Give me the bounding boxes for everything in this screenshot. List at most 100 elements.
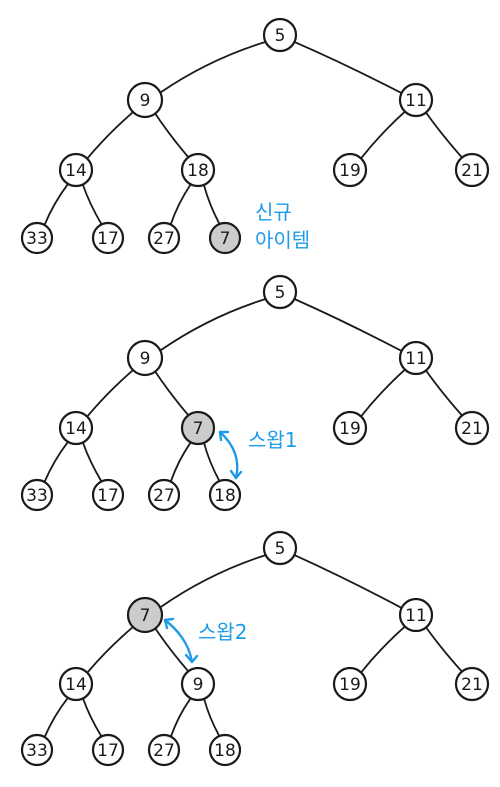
arrow-head — [218, 430, 230, 442]
node-value: 18 — [214, 486, 236, 506]
node-circle — [332, 410, 368, 446]
heap-node: 11 — [398, 82, 434, 118]
node-circle — [126, 81, 164, 119]
node-value: 7 — [140, 606, 151, 626]
heap-node: 21 — [454, 152, 490, 188]
heap-node: 14 — [58, 666, 94, 702]
node-value: 9 — [140, 91, 151, 111]
node-value: 11 — [405, 91, 427, 111]
node-circle — [91, 733, 125, 767]
node-circle — [147, 221, 181, 255]
heap-node: 5 — [262, 17, 298, 53]
node-circle — [454, 410, 490, 446]
node-value: 11 — [405, 606, 427, 626]
node-circle — [91, 221, 125, 255]
annotation-label: 아이템 — [255, 228, 310, 252]
node-value: 27 — [153, 741, 175, 761]
heap-tree-2: 5 9 11 14 7 19 21 33 17 27 18 스왑1 — [20, 274, 490, 512]
swap-1-arrow — [218, 430, 239, 480]
heap-node: 33 — [20, 478, 54, 512]
tree-edge — [86, 111, 134, 160]
heap-node: 11 — [398, 597, 434, 633]
tree-edge — [425, 626, 463, 673]
highlighted-node-circle — [180, 410, 216, 446]
heap-node: 9 — [180, 666, 216, 702]
node-circle — [262, 530, 298, 566]
heap-node: 17 — [91, 733, 125, 767]
node-value: 19 — [339, 419, 361, 439]
node-circle — [332, 666, 368, 702]
heap-node: 7 — [180, 410, 216, 446]
arrow-head — [163, 617, 175, 630]
highlighted-node-circle — [208, 221, 242, 255]
node-circle — [180, 152, 216, 188]
tree-edge — [425, 111, 463, 159]
annotation-label: 신규 — [255, 200, 292, 224]
node-value: 17 — [97, 486, 119, 506]
heap-node: 11 — [398, 340, 434, 376]
tree-edge — [203, 441, 221, 482]
arrow-head — [184, 653, 199, 664]
heap-node: 14 — [58, 410, 94, 446]
tree-edge — [159, 41, 267, 94]
heap-node: 21 — [454, 410, 490, 446]
node-circle — [147, 733, 181, 767]
heap-node: 27 — [147, 733, 181, 767]
tree-edge — [159, 554, 267, 609]
node-value: 7 — [193, 419, 204, 439]
heap-node: 19 — [332, 666, 368, 702]
tree-edge — [154, 112, 190, 159]
node-value: 27 — [153, 486, 175, 506]
tree-edge — [82, 697, 103, 738]
heap-node: 19 — [332, 152, 368, 188]
heap-node: 5 — [262, 274, 298, 310]
tree-edge — [154, 627, 190, 673]
node-value: 14 — [65, 675, 87, 695]
tree-edge — [293, 554, 403, 609]
node-circle — [454, 666, 490, 702]
tree-edge — [293, 298, 403, 352]
tree-edge — [360, 368, 406, 418]
tree-edge — [203, 697, 221, 737]
heap-node: 33 — [20, 733, 54, 767]
node-value: 21 — [461, 419, 483, 439]
heap-node: 9 — [126, 339, 164, 377]
heap-node: 14 — [58, 152, 94, 188]
tree-edge — [170, 697, 192, 738]
node-value: 14 — [65, 419, 87, 439]
node-value: 18 — [214, 741, 236, 761]
node-value: 7 — [220, 229, 231, 249]
tree-edge — [86, 626, 134, 674]
tree-edge — [82, 441, 103, 483]
swap-arrows — [163, 430, 243, 664]
tree-edge — [43, 183, 69, 226]
tree-edge — [169, 441, 192, 483]
node-circle — [20, 733, 54, 767]
heap-node: 33 — [20, 221, 54, 255]
heap-node: 17 — [91, 478, 125, 512]
tree-edge — [86, 369, 134, 418]
node-circle — [262, 274, 298, 310]
node-circle — [58, 152, 94, 188]
tree-edge — [43, 696, 69, 738]
swap-2-arrow — [163, 618, 194, 664]
annotation-label: 스왑1 — [248, 428, 298, 452]
tree-edge — [43, 440, 69, 483]
node-value: 33 — [26, 741, 48, 761]
annotation-label: 스왑2 — [198, 620, 248, 644]
node-value: 27 — [153, 229, 175, 249]
tree-edge — [293, 41, 403, 94]
node-value: 5 — [275, 26, 286, 46]
tree-edge — [360, 625, 406, 674]
node-value: 17 — [97, 229, 119, 249]
tree-edge — [169, 183, 192, 226]
node-value: 33 — [26, 229, 48, 249]
node-circle — [454, 152, 490, 188]
arrow-head — [229, 469, 243, 480]
node-value: 19 — [339, 675, 361, 695]
heap-node: 17 — [91, 221, 125, 255]
node-circle — [208, 733, 242, 767]
